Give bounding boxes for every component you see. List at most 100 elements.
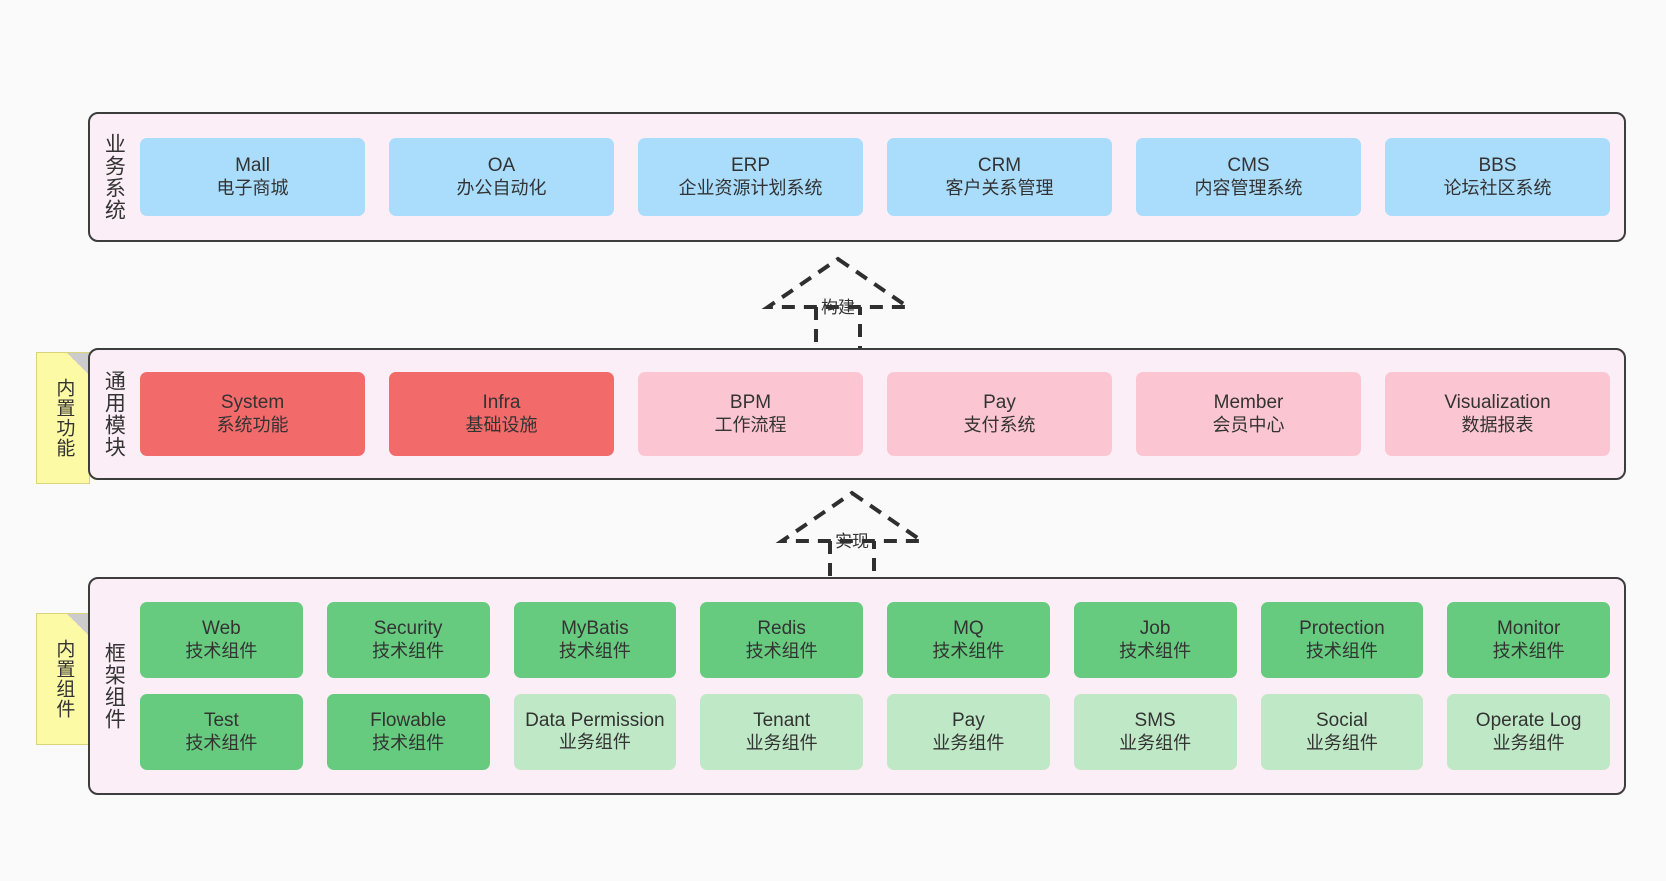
card-bpm-en: BPM	[729, 392, 772, 414]
layer-framework-title: 框架组件	[102, 642, 126, 730]
connector-realize-arrow: 实现	[772, 490, 932, 591]
card-redis[interactable]: Redis 技术组件	[700, 602, 863, 678]
modules-card-row: System 系统功能 Infra 基础设施 BPM 工作流程 Pay 支付系统…	[140, 372, 1610, 456]
card-mq[interactable]: MQ 技术组件	[887, 602, 1050, 678]
card-bpm[interactable]: BPM 工作流程	[638, 372, 863, 456]
card-visualization-en: Visualization	[1444, 392, 1551, 414]
card-protection[interactable]: Protection 技术组件	[1260, 602, 1424, 678]
note-fold-corner-icon	[67, 353, 89, 375]
business-card-row: Mall 电子商城 OA 办公自动化 ERP 企业资源计划系统 CRM 客户关系…	[140, 138, 1610, 216]
card-system-en: System	[220, 392, 285, 414]
layer-modules-title: 通用模块	[102, 370, 126, 458]
note-builtin-component: 内置组件	[36, 613, 90, 745]
card-job-cn: 技术组件	[1119, 640, 1192, 661]
connector-build-label: 构建	[821, 298, 855, 317]
card-erp-cn: 企业资源计划系统	[678, 177, 823, 198]
card-sms-cn: 业务组件	[1119, 732, 1192, 753]
card-mall-en: Mall	[235, 155, 270, 177]
card-bpm-cn: 工作流程	[714, 414, 787, 435]
card-oa-en: OA	[487, 155, 516, 177]
connector-build-arrow: 构建	[758, 256, 918, 357]
card-social-cn: 业务组件	[1305, 732, 1378, 753]
layer-business-body: Mall 电子商城 OA 办公自动化 ERP 企业资源计划系统 CRM 客户关系…	[136, 114, 1624, 240]
card-bbs-en: BBS	[1478, 155, 1517, 177]
card-operate-log-cn: 业务组件	[1492, 732, 1565, 753]
card-pay-component[interactable]: Pay 业务组件	[887, 694, 1050, 770]
card-web[interactable]: Web 技术组件	[140, 602, 303, 678]
layer-business-title: 业务系统	[102, 133, 126, 221]
card-crm-cn: 客户关系管理	[945, 177, 1054, 198]
card-protection-en: Protection	[1299, 618, 1385, 640]
card-pay-module[interactable]: Pay 支付系统	[887, 372, 1112, 456]
framework-card-row-1: Web 技术组件 Security 技术组件 MyBatis 技术组件 Redi…	[140, 602, 1610, 678]
card-security-en: Security	[373, 618, 443, 640]
card-member-cn: 会员中心	[1212, 414, 1285, 435]
card-sms-en: SMS	[1134, 710, 1176, 732]
layer-framework-components: 框架组件 Web 技术组件 Security 技术组件 MyBatis 技术组件…	[88, 577, 1626, 795]
card-system[interactable]: System 系统功能	[140, 372, 365, 456]
card-mq-en: MQ	[953, 618, 984, 640]
card-mybatis[interactable]: MyBatis 技术组件	[513, 602, 677, 678]
card-bbs-cn: 论坛社区系统	[1443, 177, 1552, 198]
card-flowable-cn: 技术组件	[372, 732, 445, 753]
card-oa-cn: 办公自动化	[456, 177, 547, 198]
framework-card-row-2: Test 技术组件 Flowable 技术组件 Data Permission …	[140, 694, 1610, 770]
layer-modules-body: System 系统功能 Infra 基础设施 BPM 工作流程 Pay 支付系统…	[136, 350, 1624, 478]
card-infra-cn: 基础设施	[465, 414, 538, 435]
card-cms[interactable]: CMS 内容管理系统	[1136, 138, 1361, 216]
card-monitor[interactable]: Monitor 技术组件	[1447, 602, 1610, 678]
card-infra[interactable]: Infra 基础设施	[389, 372, 614, 456]
card-tenant[interactable]: Tenant 业务组件	[700, 694, 863, 770]
card-security-cn: 技术组件	[372, 640, 445, 661]
card-job-en: Job	[1139, 618, 1171, 640]
card-pay-module-en: Pay	[983, 392, 1016, 414]
note-builtin-component-label: 内置组件	[53, 639, 75, 719]
card-social[interactable]: Social 业务组件	[1260, 694, 1424, 770]
card-erp-en: ERP	[730, 155, 771, 177]
card-security[interactable]: Security 技术组件	[326, 602, 490, 678]
layer-common-modules: 通用模块 System 系统功能 Infra 基础设施 BPM 工作流程 Pay…	[88, 348, 1626, 480]
connector-realize-label: 实现	[835, 532, 869, 551]
card-mall[interactable]: Mall 电子商城	[140, 138, 365, 216]
card-operate-log[interactable]: Operate Log 业务组件	[1447, 694, 1610, 770]
card-data-permission[interactable]: Data Permission 业务组件	[513, 694, 677, 770]
card-infra-en: Infra	[482, 392, 521, 414]
card-tenant-cn: 业务组件	[745, 732, 818, 753]
layer-business-systems: 业务系统 Mall 电子商城 OA 办公自动化 ERP 企业资源计划系统 CRM…	[88, 112, 1626, 242]
card-crm[interactable]: CRM 客户关系管理	[887, 138, 1112, 216]
card-mq-cn: 技术组件	[932, 640, 1005, 661]
card-monitor-en: Monitor	[1496, 618, 1561, 640]
card-bbs[interactable]: BBS 论坛社区系统	[1385, 138, 1610, 216]
card-operate-log-en: Operate Log	[1475, 710, 1582, 732]
card-test[interactable]: Test 技术组件	[140, 694, 303, 770]
card-job[interactable]: Job 技术组件	[1073, 602, 1237, 678]
card-flowable-en: Flowable	[370, 710, 447, 732]
card-flowable[interactable]: Flowable 技术组件	[326, 694, 490, 770]
card-pay-component-cn: 业务组件	[932, 732, 1005, 753]
card-cms-cn: 内容管理系统	[1194, 177, 1303, 198]
card-visualization[interactable]: Visualization 数据报表	[1385, 372, 1610, 456]
card-test-en: Test	[203, 710, 239, 732]
card-redis-cn: 技术组件	[745, 640, 818, 661]
card-mall-cn: 电子商城	[216, 177, 289, 198]
card-erp[interactable]: ERP 企业资源计划系统	[638, 138, 863, 216]
note-fold-corner-icon	[67, 614, 89, 636]
card-oa[interactable]: OA 办公自动化	[389, 138, 614, 216]
card-pay-component-en: Pay	[952, 710, 985, 732]
note-builtin-function: 内置功能	[36, 352, 90, 484]
card-monitor-cn: 技术组件	[1492, 640, 1565, 661]
card-protection-cn: 技术组件	[1305, 640, 1378, 661]
card-member[interactable]: Member 会员中心	[1136, 372, 1361, 456]
card-test-cn: 技术组件	[185, 732, 258, 753]
card-web-en: Web	[202, 618, 241, 640]
card-data-permission-en: Data Permission	[525, 710, 665, 732]
card-visualization-cn: 数据报表	[1461, 414, 1534, 435]
card-redis-en: Redis	[757, 618, 806, 640]
card-tenant-en: Tenant	[753, 710, 811, 732]
card-crm-en: CRM	[977, 155, 1022, 177]
card-mybatis-cn: 技术组件	[558, 640, 631, 661]
card-sms[interactable]: SMS 业务组件	[1073, 694, 1237, 770]
card-cms-en: CMS	[1227, 155, 1270, 177]
card-mybatis-en: MyBatis	[561, 618, 629, 640]
